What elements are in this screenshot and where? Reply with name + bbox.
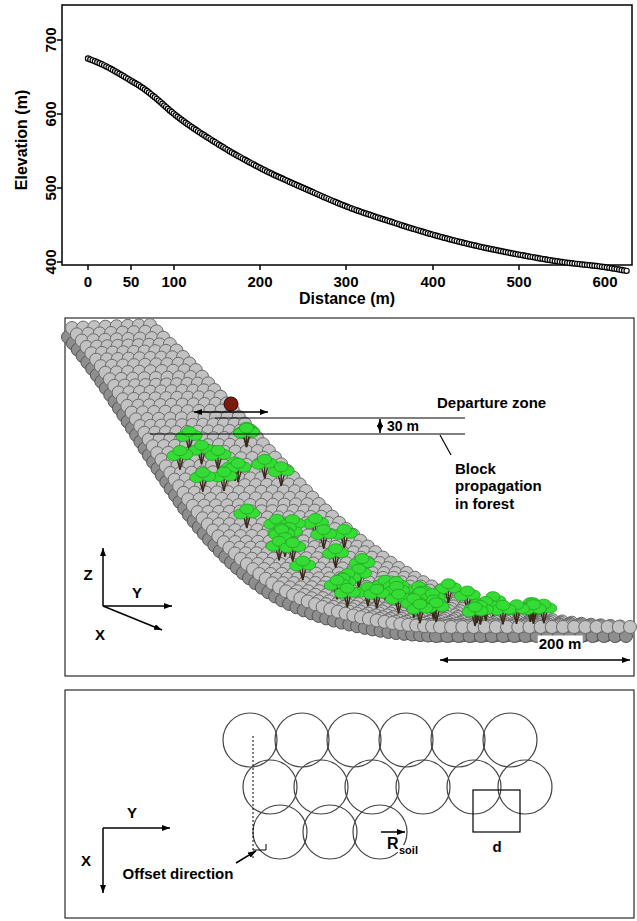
tick [57,261,62,263]
tree-crown [258,454,272,464]
tree-crown [239,422,253,432]
tick [57,39,62,41]
tick [259,265,261,270]
tick [130,265,132,270]
tree-trunk [180,459,183,470]
soil-sphere [624,621,637,634]
tree-crown [211,445,225,455]
tree [167,446,193,470]
forest [167,422,557,626]
tick [173,265,175,270]
tree [234,423,260,447]
slope-surface [66,319,637,634]
panel-frame [65,318,634,676]
tick [345,265,347,270]
tree-trunk [202,453,205,464]
tick [432,265,434,270]
soil-sphere [275,458,288,471]
soil-sphere [329,540,342,553]
tree-crown [182,426,196,436]
profile-point [624,268,629,273]
profile-line [88,59,627,271]
tick [57,113,62,115]
tree-crown [173,446,187,456]
slope-panel [62,318,637,676]
tree-crown [240,423,254,433]
profile-points [85,56,629,274]
slope-guide [72,328,440,627]
tick [57,187,62,189]
plot-frame [62,5,632,265]
tree-trunk [265,467,268,478]
tick [518,265,520,270]
profile-chart [57,5,632,273]
tick [87,265,89,270]
tree-crown [195,440,209,450]
slope-base [62,328,633,643]
tree-trunk [247,436,250,447]
